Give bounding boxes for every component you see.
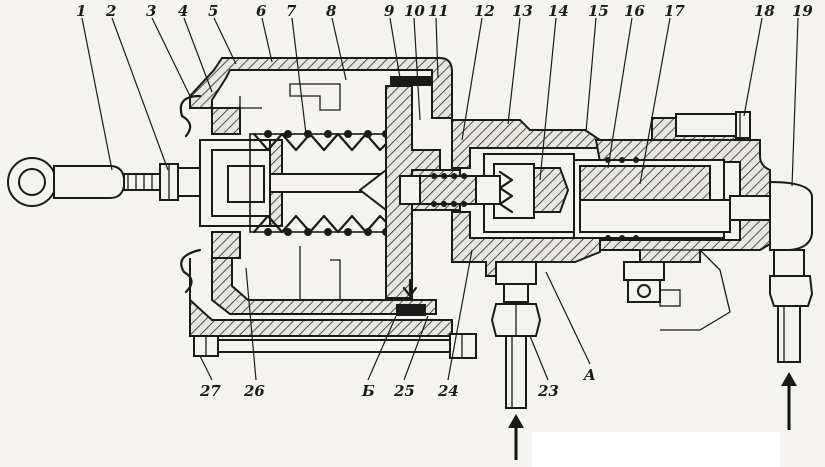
callout-1: 1 xyxy=(76,2,86,20)
callout-26: 26 xyxy=(243,382,265,400)
callout-labels-bottom: 27 26 Б 25 24 23 A xyxy=(199,366,596,400)
blank-patch xyxy=(532,432,780,467)
callout-7: 7 xyxy=(286,2,297,20)
front-housing xyxy=(179,57,453,337)
callout-27: 27 xyxy=(199,382,221,400)
callout-11: 11 xyxy=(428,2,449,20)
callout-5: 5 xyxy=(208,2,218,20)
callout-23: 23 xyxy=(537,382,559,400)
callout-24: 24 xyxy=(437,382,459,400)
callout-16: 16 xyxy=(624,2,645,20)
callout-10: 10 xyxy=(404,2,425,20)
callout-a: A xyxy=(582,366,596,384)
master-cylinder xyxy=(573,111,771,331)
lock-nut xyxy=(159,163,201,201)
air-inlet-fitting xyxy=(490,261,542,409)
inlet-arrow xyxy=(508,414,524,460)
callout-8: 8 xyxy=(326,2,337,20)
callout-labels-top: 1 2 3 4 5 6 7 8 9 10 11 12 13 14 15 16 1… xyxy=(76,2,813,20)
callout-9: 9 xyxy=(384,2,395,20)
outlet-arrow xyxy=(781,372,797,430)
callout-13: 13 xyxy=(512,2,533,20)
callout-15: 15 xyxy=(588,2,609,20)
eye-rod-end xyxy=(7,157,161,207)
power-spring xyxy=(239,83,392,300)
callout-3: 3 xyxy=(146,2,156,20)
leader-lines xyxy=(81,17,799,381)
callout-6: 6 xyxy=(256,2,267,20)
callout-b: Б xyxy=(361,382,375,400)
callout-12: 12 xyxy=(474,2,495,20)
callout-4: 4 xyxy=(178,2,188,20)
tie-rod xyxy=(193,333,477,359)
callout-18: 18 xyxy=(754,2,775,20)
callout-19: 19 xyxy=(792,2,813,20)
valve-body xyxy=(399,119,601,277)
callout-25: 25 xyxy=(393,382,415,400)
callout-14: 14 xyxy=(548,2,569,20)
outlet-fitting xyxy=(729,180,814,363)
callout-17: 17 xyxy=(664,2,685,20)
callout-2: 2 xyxy=(105,2,116,20)
